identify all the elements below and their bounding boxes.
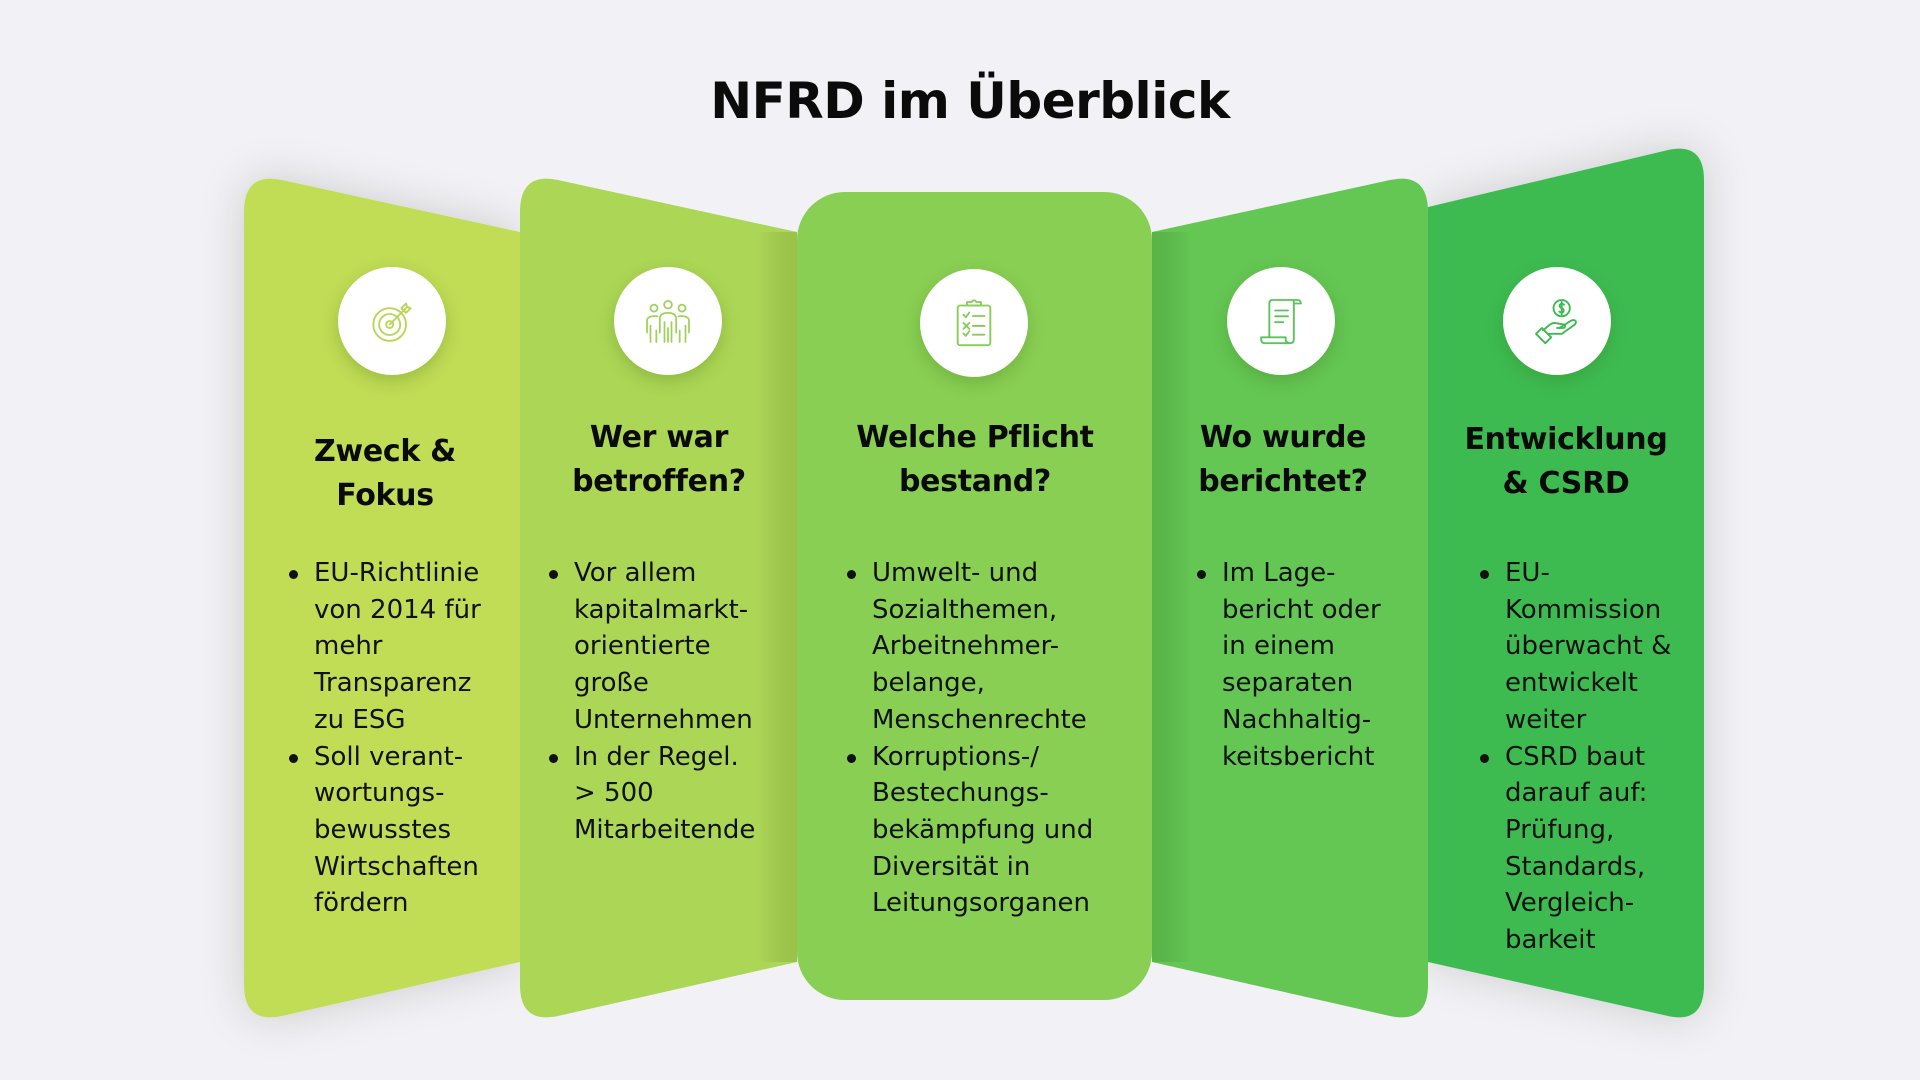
page-title: NFRD im Überblick [710, 72, 1230, 130]
clipboard-checklist-icon [956, 299, 992, 347]
bullet-2-2: In der Regel. > 500 Mitarbeitende [549, 739, 824, 849]
panel-bullets-4: Im Lage- bericht oder in einem separaten… [1194, 555, 1452, 775]
panel-3-shape [797, 192, 1152, 1000]
icon-badge-1 [338, 267, 446, 375]
icon-badge-2 [614, 267, 722, 375]
hand-coin-dollar-icon [1535, 299, 1577, 345]
icon-badge-4 [1227, 267, 1335, 375]
panel-bullets-1: EU-Richtlinie von 2014 für mehr Transpar… [286, 555, 544, 922]
panel-1-shape [244, 178, 520, 1018]
panel-heading-3: Welche Pflicht bestand? [856, 420, 1094, 499]
panel-heading-4: Wo wurde berichtet? [1198, 420, 1368, 499]
target-icon [372, 302, 412, 342]
bullet-3-1: Umwelt- und Sozialthemen, Arbeitnehmer- … [847, 555, 1172, 739]
panel-5-shape [1428, 148, 1704, 1018]
panel-heading-1: Zweck & Fokus [313, 434, 457, 513]
panel-bullets-3: Umwelt- und Sozialthemen, Arbeitnehmer- … [844, 555, 1172, 922]
panel-bullets-2: Vor allem kapitalmarkt- orientierte groß… [546, 555, 824, 849]
icon-badge-3 [920, 269, 1028, 377]
bullet-1-2: Soll verant- wortungs- bewusstes Wirtsch… [289, 739, 544, 923]
bullet-3-2: Korruptions-/ Bestechungs- bekämpfung un… [847, 739, 1172, 923]
bullet-1-1: EU-Richtlinie von 2014 für mehr Transpar… [289, 555, 544, 739]
bullet-2-1: Vor allem kapitalmarkt- orientierte groß… [549, 555, 824, 739]
panel-heading-2: Wer war betroffen? [572, 420, 746, 499]
bullet-5-1: EU- Kommission überwacht & entwickelt we… [1480, 555, 1735, 739]
bullet-4-1: Im Lage- bericht oder in einem separaten… [1197, 555, 1452, 775]
people-group-icon [646, 299, 690, 343]
panel-heading-5: Entwicklung & CSRD [1464, 422, 1668, 501]
icon-badge-5 [1503, 267, 1611, 375]
scroll-document-icon [1260, 299, 1302, 345]
bullet-5-2: CSRD baut darauf auf: Prüfung, Standards… [1480, 739, 1735, 959]
panel-bullets-5: EU- Kommission überwacht & entwickelt we… [1477, 555, 1735, 959]
